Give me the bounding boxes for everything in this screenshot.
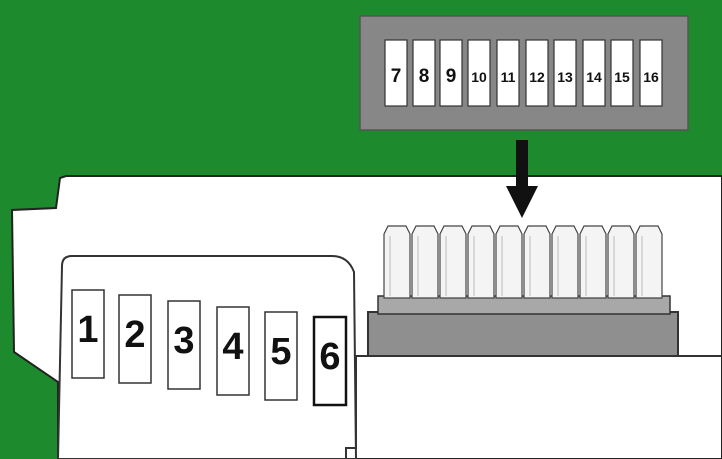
top-pin-slot bbox=[639, 39, 663, 107]
bottom-pin-label: 2 bbox=[124, 314, 145, 356]
bottom-pin-4: 4 bbox=[216, 306, 250, 396]
top-pin-label: 10 bbox=[471, 69, 487, 85]
connector-pin bbox=[523, 225, 551, 299]
bottom-pin-3: 3 bbox=[167, 300, 201, 390]
top-pin-11: 11 bbox=[496, 39, 520, 107]
top-pin-slot bbox=[553, 39, 577, 107]
connector-pin bbox=[439, 225, 467, 299]
connector-pin bbox=[411, 225, 439, 299]
bottom-pin-label: 5 bbox=[270, 331, 291, 373]
connector-pin bbox=[551, 225, 579, 299]
top-pin-13: 13 bbox=[553, 39, 577, 107]
bottom-pin-label: 4 bbox=[222, 326, 243, 368]
top-pin-label: 15 bbox=[614, 69, 630, 85]
bottom-pin-label: 3 bbox=[173, 320, 194, 362]
bottom-pin-5: 5 bbox=[264, 311, 298, 401]
top-pin-16: 16 bbox=[639, 39, 663, 107]
bottom-pin-1: 1 bbox=[71, 289, 105, 379]
top-pin-label: 13 bbox=[557, 69, 573, 85]
top-pin-15: 15 bbox=[610, 39, 634, 107]
top-pin-9: 9 bbox=[439, 39, 463, 107]
top-pin-12: 12 bbox=[525, 39, 549, 107]
bottom-pin-6: 6 bbox=[312, 315, 348, 407]
top-pin-label: 14 bbox=[586, 69, 602, 85]
top-pin-slot bbox=[610, 39, 634, 107]
top-pin-label: 11 bbox=[501, 69, 516, 85]
top-pin-slot bbox=[582, 39, 606, 107]
top-pin-label: 9 bbox=[446, 66, 457, 87]
connector-pin bbox=[635, 225, 663, 299]
connector-pin-row bbox=[383, 225, 663, 299]
top-pin-label: 8 bbox=[419, 66, 430, 87]
top-pin-8: 8 bbox=[412, 39, 436, 107]
top-pin-14: 14 bbox=[582, 39, 606, 107]
top-pin-slot bbox=[412, 39, 436, 107]
bottom-pin-label: 1 bbox=[77, 309, 98, 351]
top-pin-7: 7 bbox=[384, 39, 408, 107]
top-pin-slot bbox=[439, 39, 463, 107]
bottom-pin-slot bbox=[118, 294, 152, 384]
top-pin-slot bbox=[525, 39, 549, 107]
top-pin-label: 16 bbox=[643, 69, 659, 85]
connector-pin bbox=[579, 225, 607, 299]
connector-pin bbox=[467, 225, 495, 299]
top-pin-10: 10 bbox=[467, 39, 491, 107]
bottom-pin-2: 2 bbox=[118, 294, 152, 384]
bottom-pin-slot bbox=[167, 300, 201, 390]
arrow-down-icon bbox=[506, 140, 538, 218]
connector-pin bbox=[495, 225, 523, 299]
connector-ledge bbox=[377, 295, 671, 315]
connector-pin bbox=[607, 225, 635, 299]
bottom-pin-slot bbox=[71, 289, 105, 379]
connector-base bbox=[367, 311, 679, 357]
bottom-pin-label: 6 bbox=[319, 336, 340, 378]
top-pin-block bbox=[359, 15, 689, 131]
connector-pin bbox=[383, 225, 411, 299]
bottom-pin-slot bbox=[216, 306, 250, 396]
top-pin-label: 12 bbox=[529, 69, 545, 85]
top-pin-slot bbox=[496, 39, 520, 107]
top-pin-label: 7 bbox=[391, 66, 402, 87]
bottom-pin-slot bbox=[312, 315, 348, 407]
lower-module-step bbox=[345, 355, 722, 459]
top-pin-slot bbox=[467, 39, 491, 107]
bottom-pin-slot bbox=[264, 311, 298, 401]
top-pin-slot bbox=[384, 39, 408, 107]
